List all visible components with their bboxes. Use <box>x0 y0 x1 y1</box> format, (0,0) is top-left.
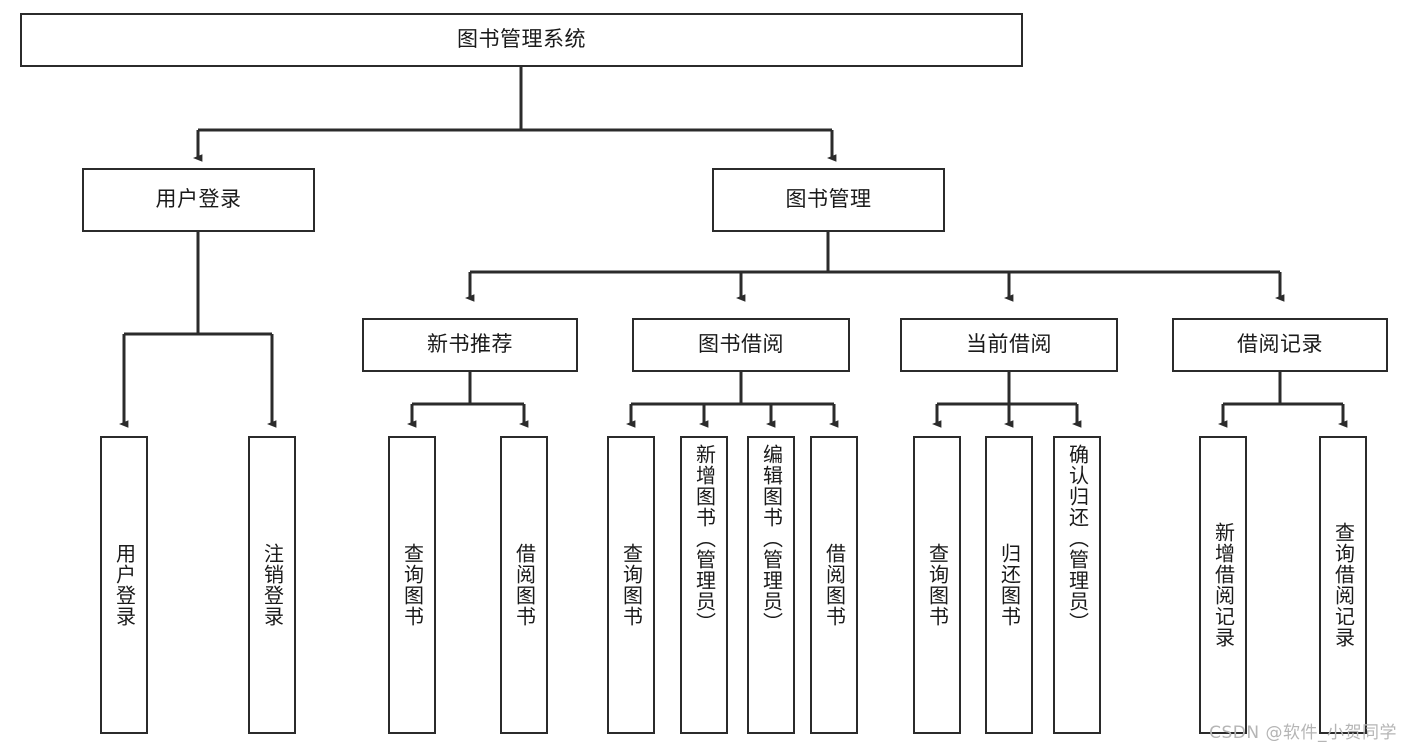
node-borrow-record[interactable]: 借阅记录 <box>1172 318 1388 372</box>
node-current-borrow[interactable]: 当前借阅 <box>900 318 1118 372</box>
node-book-borrow[interactable]: 图书借阅 <box>632 318 850 372</box>
leaf-label: 新增图书（管理员） <box>692 444 717 633</box>
node-user-login-label: 用户登录 <box>155 187 242 212</box>
leaf-label: 用户登录 <box>112 543 137 627</box>
leaf-new-book-query[interactable]: 查询图书 <box>388 436 436 734</box>
leaf-label: 新增借阅记录 <box>1211 522 1236 648</box>
leaf-label: 查询图书 <box>400 543 425 627</box>
leaf-new-book-borrow[interactable]: 借阅图书 <box>500 436 548 734</box>
leaf-borrow-add-book-admin[interactable]: 新增图书（管理员） <box>680 436 728 734</box>
leaf-label: 借阅图书 <box>822 543 847 627</box>
leaf-label: 确认归还（管理员） <box>1065 444 1090 633</box>
leaf-borrow-edit-book-admin[interactable]: 编辑图书（管理员） <box>747 436 795 734</box>
leaf-current-query-book[interactable]: 查询图书 <box>913 436 961 734</box>
leaf-borrow-query-book[interactable]: 查询图书 <box>607 436 655 734</box>
leaf-label: 注销登录 <box>260 543 285 627</box>
node-current-borrow-label: 当前借阅 <box>966 332 1052 357</box>
leaf-user-login-logout[interactable]: 注销登录 <box>248 436 296 734</box>
node-book-borrow-label: 图书借阅 <box>698 332 784 357</box>
leaf-record-query-record[interactable]: 查询借阅记录 <box>1319 436 1367 734</box>
leaf-label: 归还图书 <box>997 543 1022 627</box>
leaf-borrow-borrow-book[interactable]: 借阅图书 <box>810 436 858 734</box>
node-book-management[interactable]: 图书管理 <box>712 168 945 232</box>
leaf-label: 查询借阅记录 <box>1331 522 1356 648</box>
node-user-login[interactable]: 用户登录 <box>82 168 315 232</box>
node-borrow-record-label: 借阅记录 <box>1237 332 1323 357</box>
node-new-book-recommend[interactable]: 新书推荐 <box>362 318 578 372</box>
node-new-book-recommend-label: 新书推荐 <box>427 332 513 357</box>
leaf-label: 编辑图书（管理员） <box>759 444 784 633</box>
leaf-current-return-book[interactable]: 归还图书 <box>985 436 1033 734</box>
leaf-current-confirm-return-admin[interactable]: 确认归还（管理员） <box>1053 436 1101 734</box>
leaf-label: 查询图书 <box>619 543 644 627</box>
node-book-management-label: 图书管理 <box>785 187 872 212</box>
leaf-user-login-login[interactable]: 用户登录 <box>100 436 148 734</box>
node-root-label: 图书管理系统 <box>457 27 586 52</box>
leaf-label: 借阅图书 <box>512 543 537 627</box>
leaf-label: 查询图书 <box>925 543 950 627</box>
leaf-record-add-record[interactable]: 新增借阅记录 <box>1199 436 1247 734</box>
node-root[interactable]: 图书管理系统 <box>20 13 1023 67</box>
watermark: CSDN @软件_小贺同学 <box>1209 723 1397 743</box>
